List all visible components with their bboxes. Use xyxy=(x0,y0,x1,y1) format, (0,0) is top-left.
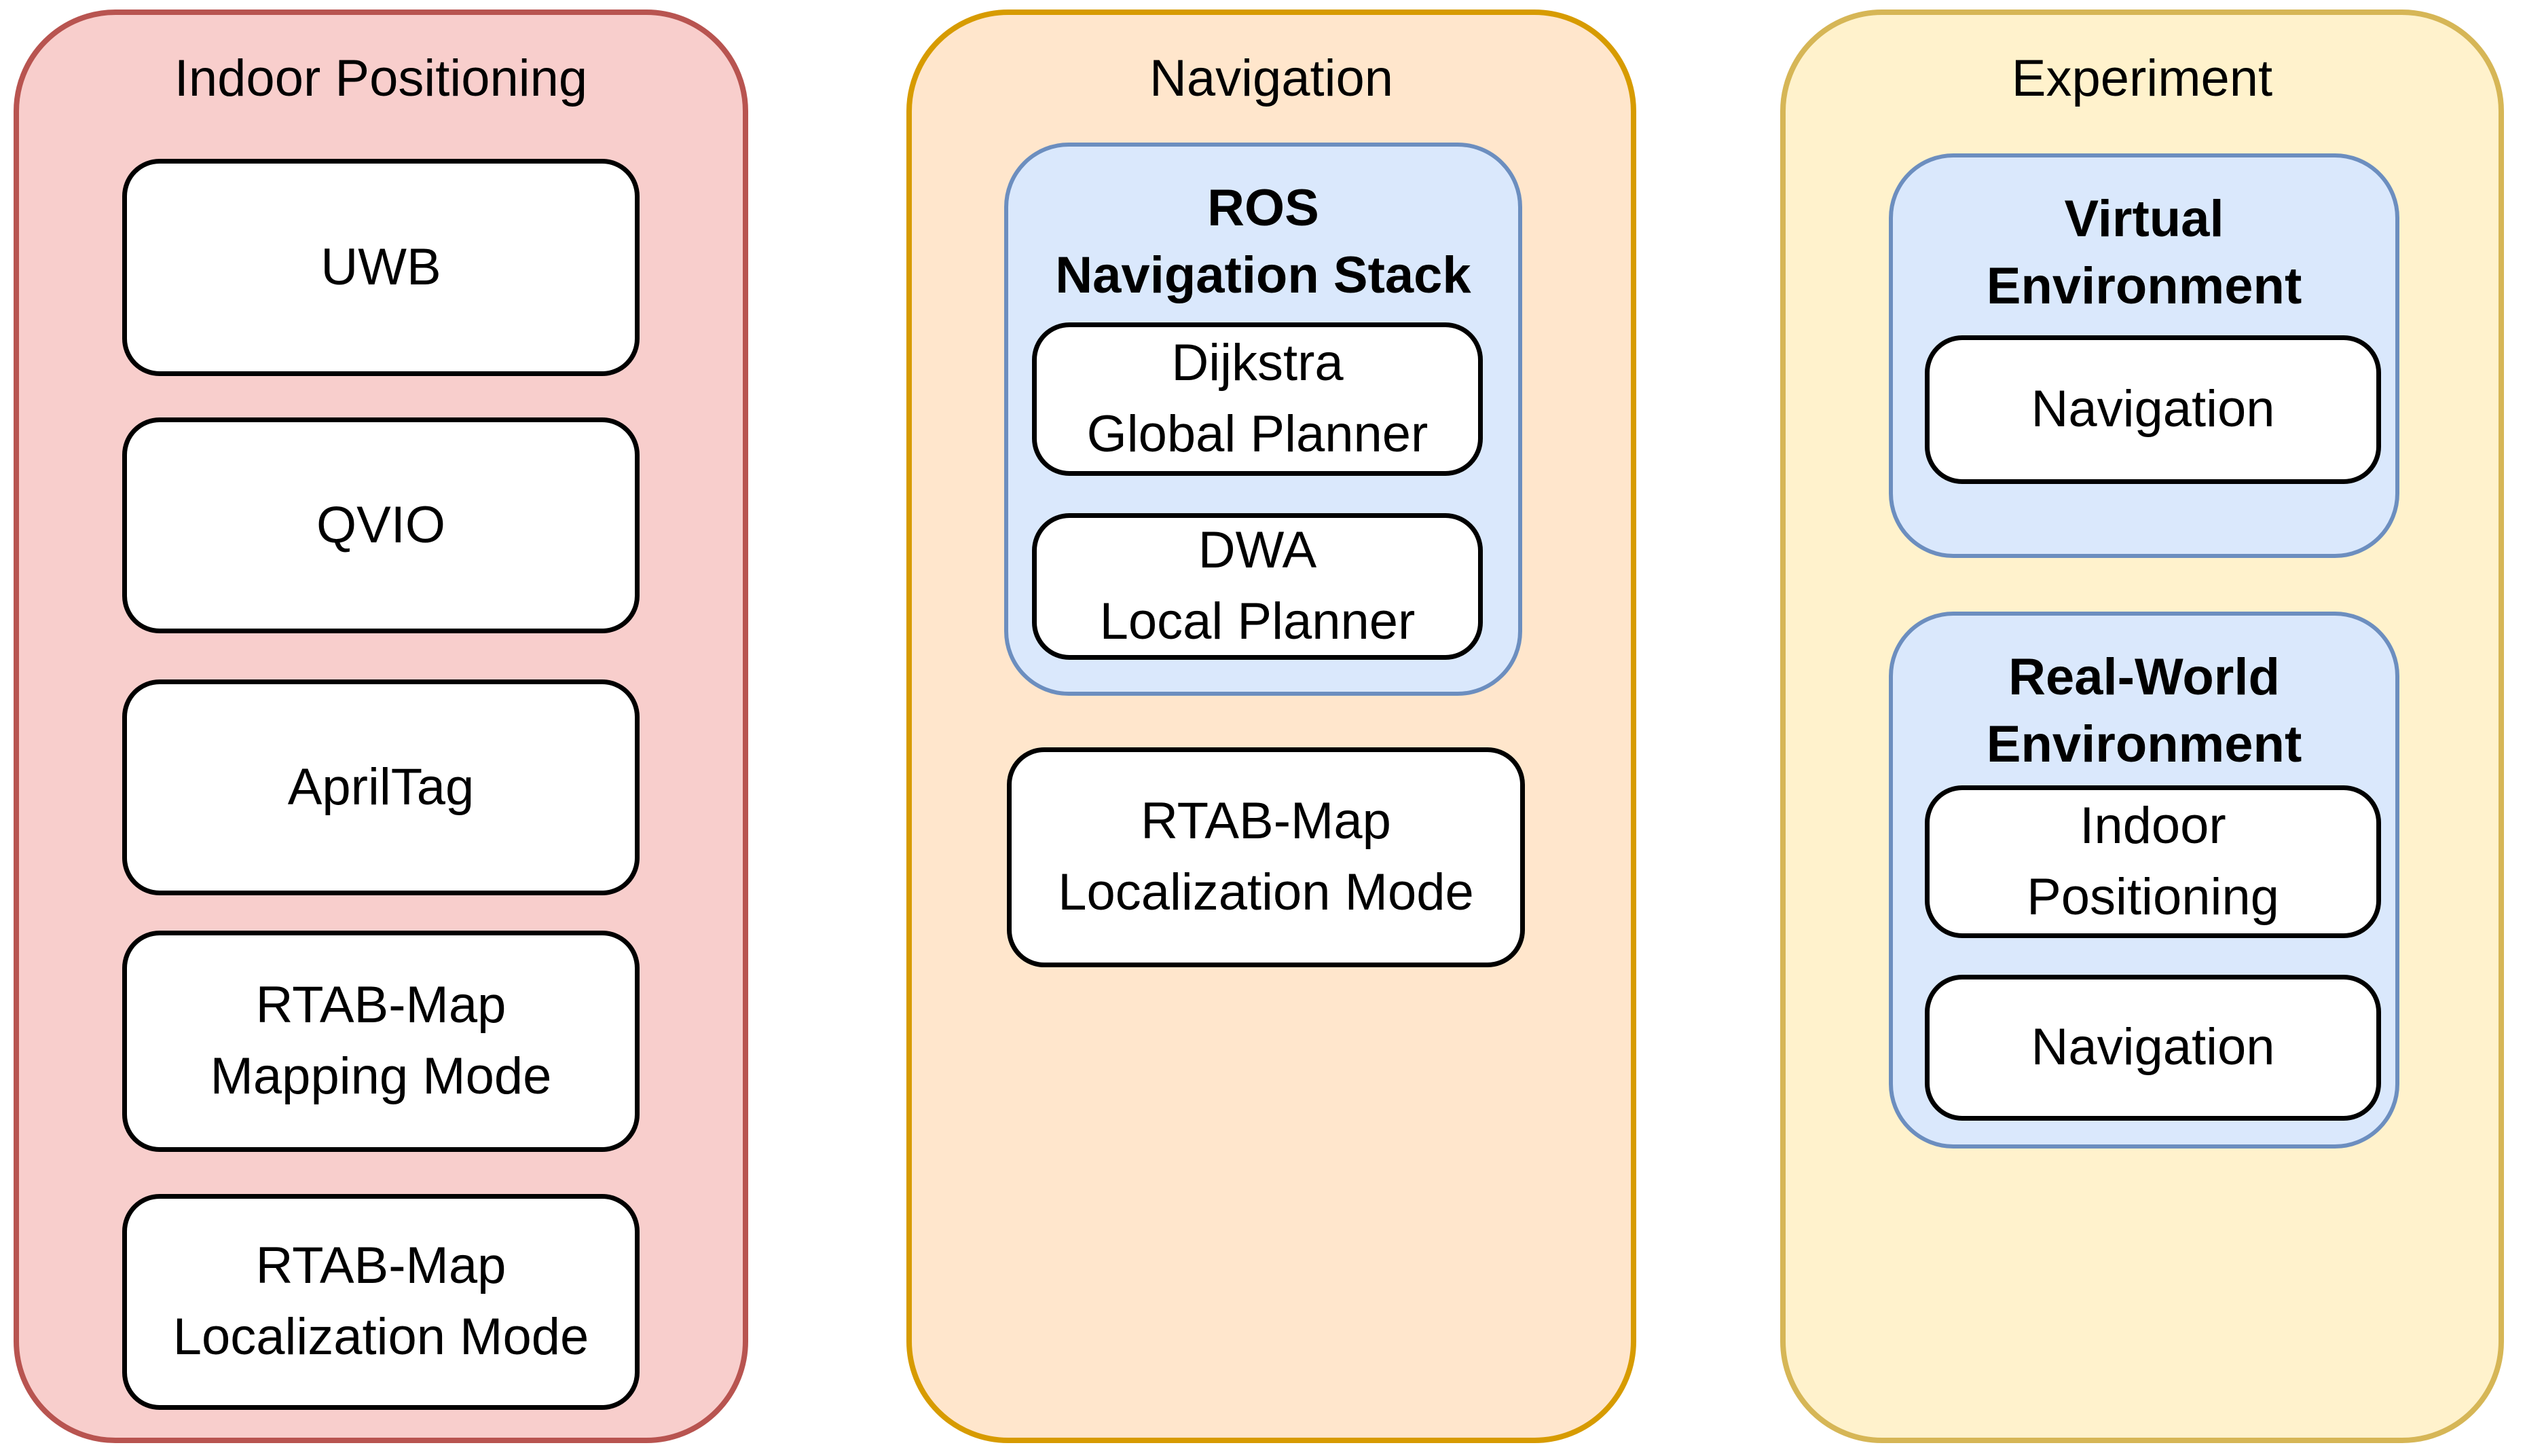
subgroup-ros-navigation-stack-title: ROS Navigation Stack xyxy=(1055,179,1471,304)
subgroup-virtual-environment-title: Virtual Environment xyxy=(1986,190,2302,315)
subgroup-virtual-environment: Virtual Environment Navigation xyxy=(1889,153,2399,558)
group-experiment-title: Experiment xyxy=(2011,50,2273,107)
subgroup-real-world-environment: Real-World Environment Indoor Positionin… xyxy=(1889,612,2399,1149)
node-dwa-local-planner: DWA Local Planner xyxy=(1032,513,1483,660)
subgroup-ros-navigation-stack: ROS Navigation Stack Dijkstra Global Pla… xyxy=(1004,143,1522,696)
group-indoor-positioning-title: Indoor Positioning xyxy=(174,50,588,107)
node-rtabmap-localization-mode: RTAB-Map Localization Mode xyxy=(122,1194,640,1410)
node-uwb: UWB xyxy=(122,159,640,376)
node-real-world-indoor-positioning: Indoor Positioning xyxy=(1925,785,2381,938)
node-virtual-navigation: Navigation xyxy=(1925,335,2381,484)
node-real-world-navigation: Navigation xyxy=(1925,975,2381,1121)
node-apriltag: AprilTag xyxy=(122,679,640,895)
node-rtabmap-mapping-mode: RTAB-Map Mapping Mode xyxy=(122,931,640,1152)
group-experiment: Experiment Virtual Environment Navigatio… xyxy=(1780,10,2504,1443)
subgroup-real-world-environment-title: Real-World Environment xyxy=(1986,648,2302,773)
group-indoor-positioning: Indoor Positioning UWB QVIO AprilTag RTA… xyxy=(14,10,748,1443)
group-navigation: Navigation ROS Navigation Stack Dijkstra… xyxy=(906,10,1636,1443)
node-dijkstra-global-planner: Dijkstra Global Planner xyxy=(1032,322,1483,476)
group-navigation-title: Navigation xyxy=(1149,50,1394,107)
node-qvio: QVIO xyxy=(122,417,640,633)
node-rtabmap-localization-mode-nav: RTAB-Map Localization Mode xyxy=(1007,747,1525,967)
